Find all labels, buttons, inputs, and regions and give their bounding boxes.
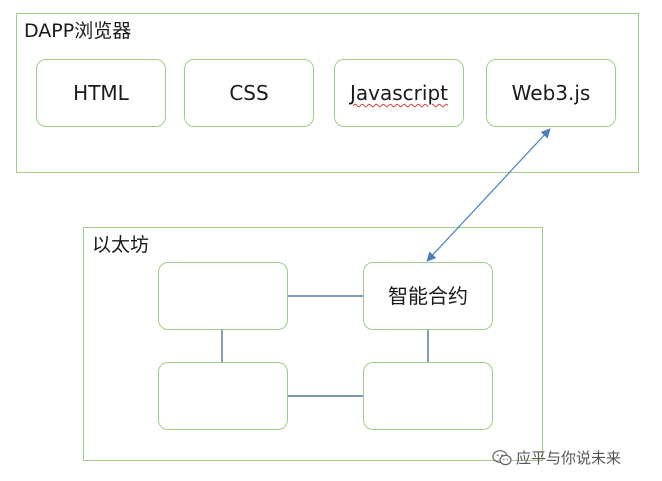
web3js-label: Web3.js [511, 81, 591, 105]
ethereum-node-bottom-left [158, 362, 288, 430]
watermark-text: 应平与你说未来 [516, 449, 622, 467]
html-label: HTML [73, 81, 129, 105]
html-box: HTML [36, 59, 166, 127]
ethereum-node-bottom-right [363, 362, 493, 430]
javascript-box: Javascript [334, 59, 464, 127]
css-box: CSS [184, 59, 314, 127]
watermark: 应平与你说未来 [492, 447, 621, 468]
web3js-box: Web3.js [486, 59, 616, 127]
smart-contract-label: 智能合约 [388, 284, 468, 308]
dapp-browser-title: DAPP浏览器 [24, 20, 132, 42]
ethereum-node-top-left [158, 262, 288, 330]
smart-contract-box: 智能合约 [363, 262, 493, 330]
wechat-logo-icon [492, 449, 512, 465]
css-label: CSS [229, 81, 269, 105]
javascript-label: Javascript [350, 81, 448, 105]
ethereum-title: 以太坊 [92, 234, 150, 256]
